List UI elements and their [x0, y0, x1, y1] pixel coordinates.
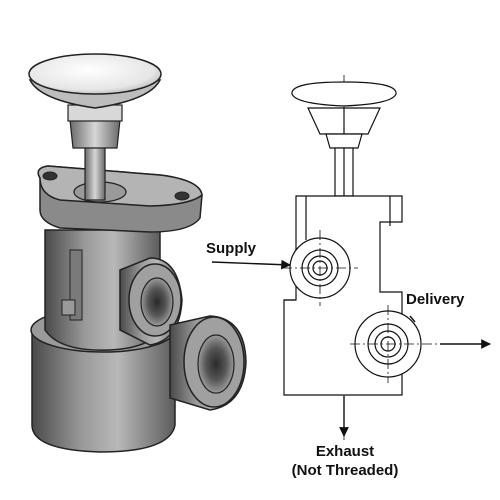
valve-schematic	[282, 75, 470, 440]
schematic-knob	[291, 81, 397, 149]
supply-port-3d	[119, 257, 183, 346]
delivery-port-3d	[169, 315, 247, 411]
plunger-stem	[67, 104, 123, 201]
flow-arrows	[211, 259, 491, 437]
exhaust-note-label: (Not Threaded)	[291, 462, 399, 479]
delivery-label: Delivery	[406, 291, 465, 308]
schematic-stem	[334, 147, 354, 197]
valve-3d-rendering	[28, 53, 247, 453]
push-button-knob	[28, 53, 162, 109]
supply-arrow	[211, 259, 291, 270]
exhaust-label: Exhaust	[315, 443, 375, 460]
delivery-leader	[409, 315, 416, 323]
schematic-supply-port	[282, 230, 358, 306]
supply-label: Supply	[206, 240, 257, 257]
mounting-flange	[37, 165, 203, 233]
